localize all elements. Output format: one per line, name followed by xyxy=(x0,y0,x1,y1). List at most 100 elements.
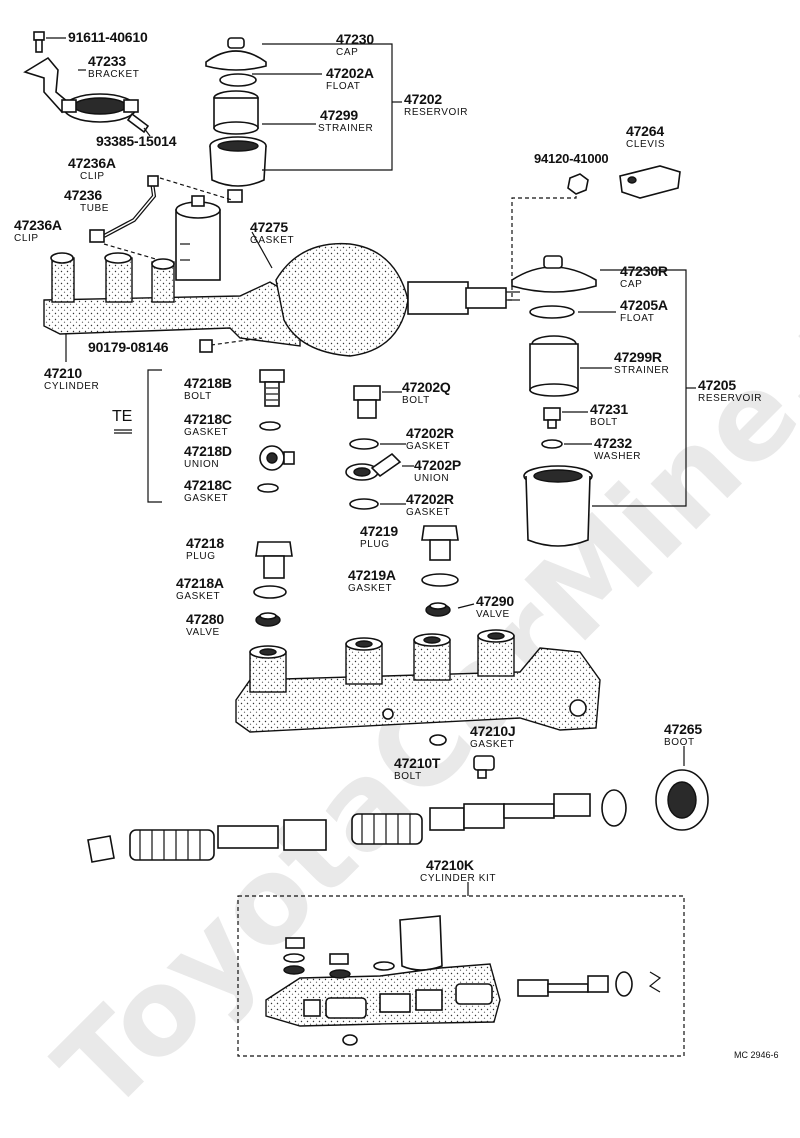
label-47299-part-name: STRAINER xyxy=(318,123,374,134)
label-47210-part-number: 47210 xyxy=(44,365,82,381)
label-47205A-part-name: FLOAT xyxy=(620,313,655,324)
label-47233-part-name: BRACKET xyxy=(88,69,140,80)
bolt-47231-drawing xyxy=(543,407,561,429)
cap-47230-drawing xyxy=(205,37,267,71)
label-47219A-part-number: 47219A xyxy=(348,567,396,583)
group-label-te: TE xyxy=(112,408,133,425)
label-47210T-part-name: BOLT xyxy=(394,771,422,782)
label-47236-part-name: TUBE xyxy=(80,203,110,214)
label-47202R-a-part-number: 47202R xyxy=(406,425,454,441)
label-47219A-part-name: GASKET xyxy=(348,583,393,594)
bolt-47202Q-drawing xyxy=(353,385,381,419)
label-47218-part-number: 47218 xyxy=(186,535,224,551)
cap-47230R-drawing xyxy=(511,255,597,293)
label-47290-part-number: 47290 xyxy=(476,593,514,609)
label-47236A-top-part-number: 47236A xyxy=(68,155,116,171)
gasket-47218A-drawing xyxy=(253,585,287,599)
label-47275-part-name: GASKET xyxy=(250,235,295,246)
label-47230R-part-name: CAP xyxy=(620,279,643,290)
label-47210J-part-number: 47210J xyxy=(470,723,516,739)
gasket-47210J-drawing xyxy=(429,734,447,746)
label-47299R-part-number: 47299R xyxy=(614,349,662,365)
boot-47265-drawing xyxy=(655,769,709,831)
label-47231-part-name: BOLT xyxy=(590,417,618,428)
label-47202A-part-number: 47202A xyxy=(326,65,374,81)
master-cylinder-47210-assembly-drawing xyxy=(43,195,301,347)
label-47218A-part-number: 47218A xyxy=(176,575,224,591)
tube-47236-drawing xyxy=(89,175,159,243)
label-47265-part-name: BOOT xyxy=(664,737,695,748)
label-47218A-part-name: GASKET xyxy=(176,591,221,602)
nut-94120-drawing xyxy=(567,173,589,195)
label-47219-part-name: PLUG xyxy=(360,539,390,550)
label-47205-part-number: 47205 xyxy=(698,377,736,393)
strainer-47299R-drawing xyxy=(529,335,579,397)
booster-drawing xyxy=(275,242,520,357)
plug-47218-drawing xyxy=(255,541,293,579)
label-47202R-a-part-name: GASKET xyxy=(406,441,451,452)
label-90179-08146-part-number: 90179-08146 xyxy=(88,339,169,355)
union-47218D-drawing xyxy=(259,445,295,471)
label-47202R-b-part-name: GASKET xyxy=(406,507,451,518)
float-47205A-drawing xyxy=(529,305,575,319)
float-47202A-drawing xyxy=(219,73,257,87)
label-47202Q-part-name: BOLT xyxy=(402,395,430,406)
label-47233-part-number: 47233 xyxy=(88,53,126,69)
label-47218D-part-name: UNION xyxy=(184,459,220,470)
label-47264-part-name: CLEVIS xyxy=(626,139,666,150)
cylinder-body-drawing xyxy=(235,629,601,733)
label-47202-part-number: 47202 xyxy=(404,91,442,107)
label-91611-40610-part-number: 91611-40610 xyxy=(68,29,148,45)
label-47202Q-part-number: 47202Q xyxy=(402,379,451,395)
label-93385-15014-part-number: 93385-15014 xyxy=(96,133,177,149)
label-47232-part-number: 47232 xyxy=(594,435,632,451)
label-47210K-part-name: CYLINDER KIT xyxy=(420,873,497,884)
label-47231-part-number: 47231 xyxy=(590,401,628,417)
label-47218B-part-name: BOLT xyxy=(184,391,212,402)
label-47280-part-number: 47280 xyxy=(186,611,224,627)
label-47230-part-name: CAP xyxy=(336,47,359,58)
bolt-91611-drawing xyxy=(33,31,66,53)
label-47202-part-name: RESERVOIR xyxy=(404,107,469,118)
label-47236A-low-part-number: 47236A xyxy=(14,217,62,233)
strainer-47299-drawing xyxy=(213,90,259,135)
washer-47232-drawing xyxy=(541,439,563,449)
bolt-47218B-drawing xyxy=(259,369,285,407)
reservoir-47202-body-drawing xyxy=(209,136,267,203)
label-47218-part-name: PLUG xyxy=(186,551,216,562)
bracket-47233-drawing xyxy=(23,56,150,134)
label-47210T-part-number: 47210T xyxy=(394,755,441,771)
valve-47280-drawing xyxy=(255,612,281,627)
label-47218C-a-part-name: GASKET xyxy=(184,427,229,438)
label-47218C-a-part-number: 47218C xyxy=(184,411,232,427)
union-47202P-drawing xyxy=(345,452,402,481)
label-47218C-b-part-number: 47218C xyxy=(184,477,232,493)
label-47230-part-number: 47230 xyxy=(336,31,374,47)
gasket-47219A-drawing xyxy=(421,573,459,587)
label-47299-part-number: 47299 xyxy=(320,107,358,123)
label-47202A-part-name: FLOAT xyxy=(326,81,361,92)
plug-47219-drawing xyxy=(421,525,459,561)
label-47218C-b-part-name: GASKET xyxy=(184,493,229,504)
clevis-47264-drawing xyxy=(619,165,681,199)
label-47280-part-name: VALVE xyxy=(186,627,220,638)
label-47205A-part-number: 47205A xyxy=(620,297,668,313)
label-47232-part-name: WASHER xyxy=(594,451,642,462)
label-47264-part-number: 47264 xyxy=(626,123,664,139)
gasket-47202R-b-drawing xyxy=(349,498,379,510)
gasket-47218C-b-drawing xyxy=(257,483,279,493)
gasket-47218C-a-drawing xyxy=(259,421,281,431)
label-47230R-part-number: 47230R xyxy=(620,263,668,279)
label-47236-part-number: 47236 xyxy=(64,187,102,203)
label-47218B-part-number: 47218B xyxy=(184,375,232,391)
label-47202P-part-number: 47202P xyxy=(414,457,462,473)
gasket-47202R-a-drawing xyxy=(349,438,379,450)
label-47210-part-name: CYLINDER xyxy=(44,381,100,392)
label-47202R-b-part-number: 47202R xyxy=(406,491,454,507)
label-47265-part-number: 47265 xyxy=(664,721,702,737)
bolt-47210T-drawing xyxy=(473,755,495,779)
reservoir-47205-body-drawing xyxy=(523,465,593,547)
label-94120-41000-part-number: 94120-41000 xyxy=(534,151,609,166)
